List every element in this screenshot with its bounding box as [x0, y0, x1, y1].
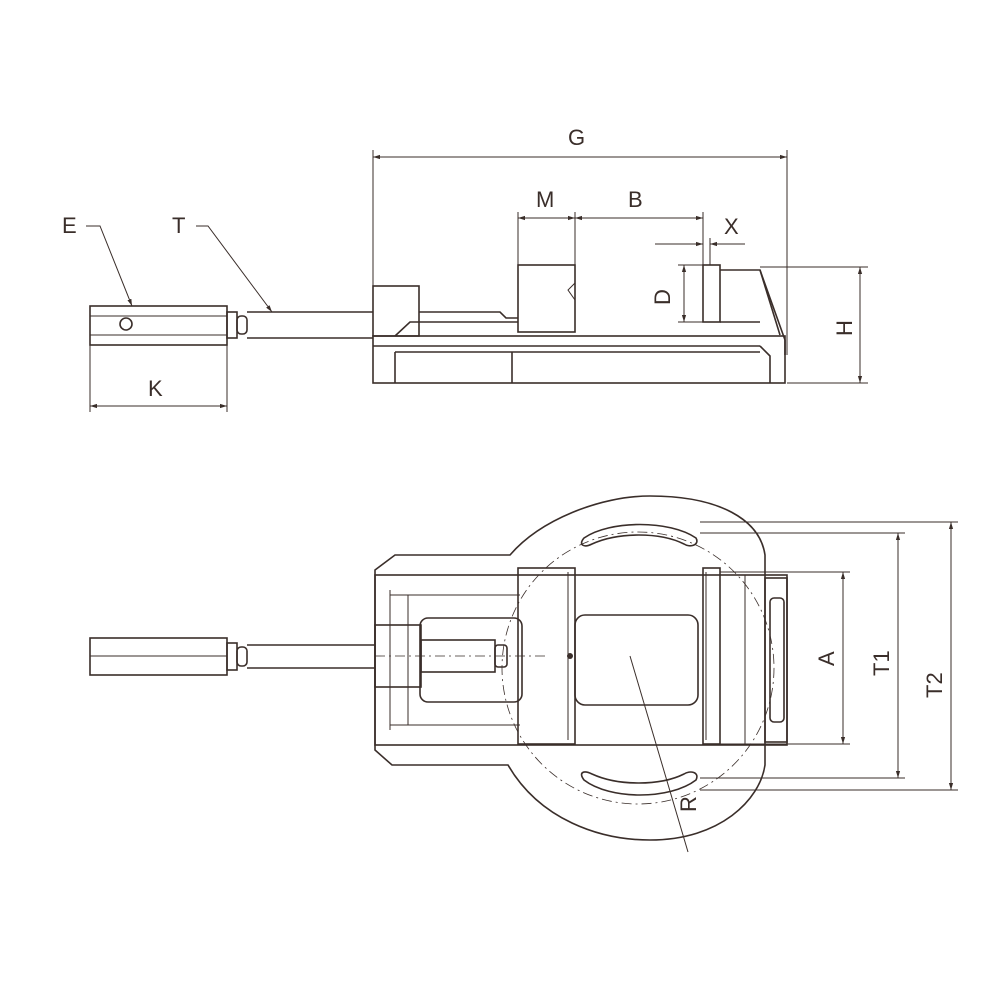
label-D: D [650, 289, 675, 305]
label-E: E [62, 213, 77, 238]
label-T2: T2 [922, 672, 947, 698]
swivel-base-outline [374, 495, 766, 841]
label-K: K [148, 376, 163, 401]
dimension-M: M [517, 187, 576, 265]
side-fixed-jaw [702, 264, 786, 355]
dimension-A: A [720, 571, 850, 745]
label-T: T [172, 213, 185, 238]
dimension-T1: T1 [700, 532, 905, 779]
leader-E: E [62, 213, 133, 307]
label-B: B [628, 187, 643, 212]
label-A: A [814, 651, 839, 666]
swivel-circle [501, 531, 775, 805]
leader-T: T [172, 213, 273, 313]
dimension-T2: T2 [700, 521, 958, 791]
label-H: H [832, 320, 857, 336]
leader-R: R [629, 655, 701, 853]
label-T1: T1 [869, 650, 894, 676]
side-handle [89, 305, 373, 346]
dimension-B: B [575, 187, 704, 265]
side-view: G M B X D [62, 125, 868, 412]
dimension-K: K [89, 338, 228, 412]
top-body [374, 574, 788, 746]
top-end-plate [764, 577, 788, 743]
dimension-G: G [372, 125, 788, 355]
swivel-slot-upper [580, 523, 698, 547]
swivel-slot-lower [580, 771, 698, 796]
top-view: A T1 T2 R [89, 495, 958, 853]
top-moving-jaw [517, 567, 576, 745]
top-fixed-jaw [702, 567, 721, 745]
label-M: M [536, 187, 554, 212]
side-rear-block [372, 285, 518, 337]
dimension-X: X [655, 214, 745, 265]
top-handle [89, 637, 375, 676]
side-base [372, 335, 786, 384]
side-moving-jaw [517, 264, 576, 333]
label-X: X [724, 214, 739, 239]
label-R: R [676, 796, 701, 812]
dimension-H: H [760, 266, 868, 384]
label-G: G [568, 125, 585, 150]
dimension-D: D [650, 264, 703, 323]
